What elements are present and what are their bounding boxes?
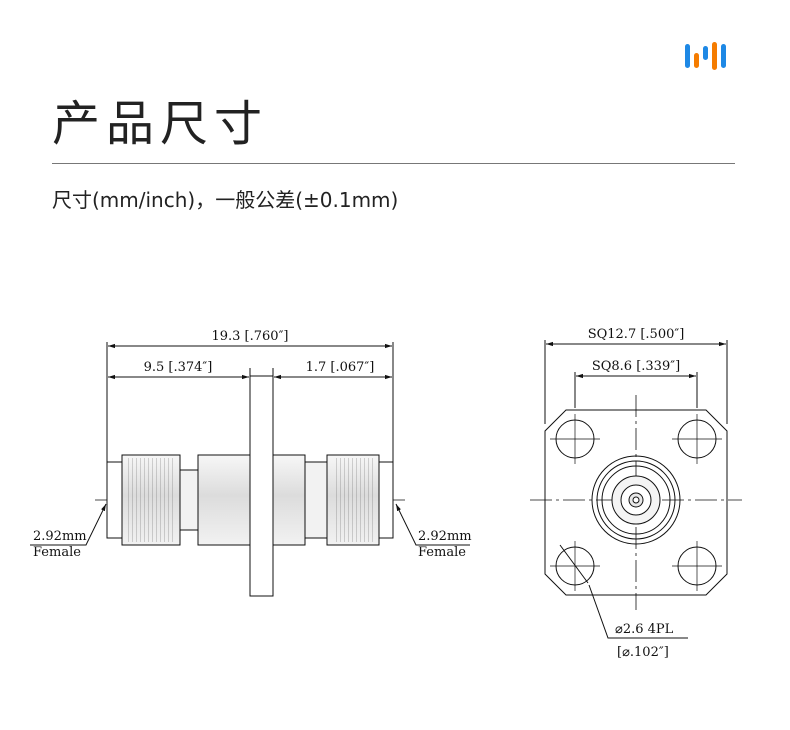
flange-square-label: SQ12.7 [.500″] [588, 327, 685, 342]
logo-bar [694, 53, 699, 68]
leader-line [588, 584, 688, 639]
left-nut-hatch [128, 458, 174, 542]
right-neck [304, 461, 328, 539]
leader-line [395, 503, 470, 546]
left-connector-type: 2.92mm [33, 529, 87, 544]
logo-bar [712, 42, 717, 70]
hole-diameter-label: ⌀2.6 4PL [615, 622, 674, 637]
leader-line [30, 503, 107, 546]
divider [52, 163, 735, 164]
connector-center-contact [632, 496, 640, 504]
logo-bar [703, 46, 708, 60]
connector-outer-ring [591, 455, 681, 545]
logo-bar [721, 44, 726, 68]
connector-ring [601, 465, 671, 535]
right-body [272, 454, 306, 546]
brand-logo-icon [685, 42, 726, 70]
right-connector-type: 2.92mm [418, 529, 472, 544]
left-connector-gender: Female [33, 545, 81, 560]
right-connector-gender: Female [418, 545, 466, 560]
page-title: 产品尺寸 [52, 96, 269, 152]
center-body [197, 454, 251, 546]
right-nut-hatch [333, 458, 373, 542]
front-view [530, 340, 742, 639]
right-connector-end [378, 461, 394, 539]
overall-length-label: 19.3 [.760″] [211, 329, 288, 344]
left-length-label: 9.5 [.374″] [144, 360, 213, 375]
right-length-label: 1.7 [.067″] [306, 360, 375, 375]
left-connector-end [106, 461, 123, 539]
side-view [30, 342, 470, 597]
logo-bar [685, 44, 690, 68]
left-neck [179, 469, 199, 531]
hole-diameter-inch-label: [⌀.102″] [617, 645, 669, 660]
connector-ring [596, 460, 676, 540]
page-subtitle: 尺寸(mm/inch)，一般公差(±0.1mm) [52, 188, 399, 212]
flange [249, 375, 274, 597]
hole-spacing-label: SQ8.6 [.339″] [592, 359, 680, 374]
leader-line [559, 544, 589, 584]
